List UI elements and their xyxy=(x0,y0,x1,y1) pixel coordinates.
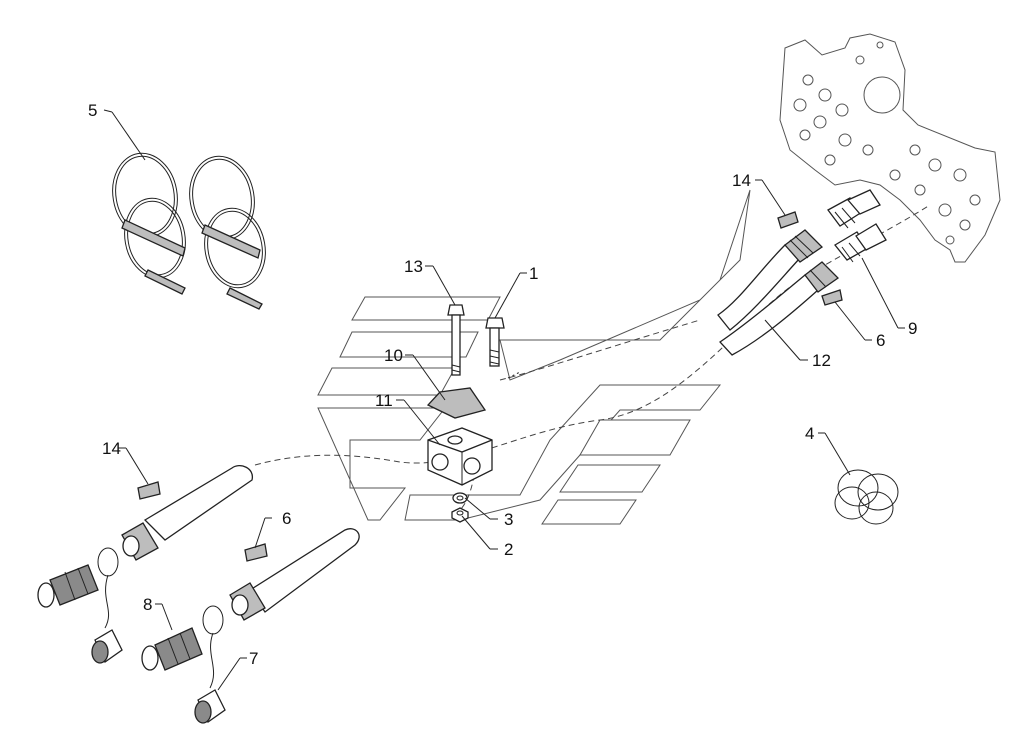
callout-7: 7 xyxy=(249,649,258,668)
callout-11: 11 xyxy=(375,391,393,410)
o-rings xyxy=(834,469,899,525)
callout-1: 1 xyxy=(529,264,538,283)
left-hose-upper xyxy=(37,465,253,664)
leader-lines xyxy=(103,109,905,691)
hose-adapters xyxy=(827,189,887,263)
cable-ties xyxy=(112,152,266,310)
callout-12: 12 xyxy=(812,351,831,370)
hose-routing-line xyxy=(254,204,931,466)
mounting-plate xyxy=(779,33,1001,263)
callout-labels: 5 13 1 10 11 3 2 14 6 8 7 14 6 9 12 4 xyxy=(88,101,917,668)
callout-9: 9 xyxy=(908,319,917,338)
hose-marker-right-6 xyxy=(821,289,843,306)
right-hoses xyxy=(717,229,840,356)
callout-13: 13 xyxy=(404,257,423,276)
callout-2: 2 xyxy=(504,540,513,559)
short-bolt xyxy=(485,317,505,367)
callout-14-right: 14 xyxy=(732,171,751,190)
callout-14-left: 14 xyxy=(102,439,121,458)
hose-marker-left-14 xyxy=(137,481,161,500)
callout-3: 3 xyxy=(504,510,513,529)
long-bolt xyxy=(447,304,465,376)
hose-marker-left-6 xyxy=(244,543,268,562)
clamp-block xyxy=(427,427,493,486)
callout-8: 8 xyxy=(143,595,152,614)
callout-5: 5 xyxy=(88,101,97,120)
left-hose-lower xyxy=(141,528,360,724)
callout-10: 10 xyxy=(384,346,403,365)
hose-marker-right-14 xyxy=(777,211,799,229)
washer xyxy=(452,492,468,504)
callout-4: 4 xyxy=(805,424,814,443)
callout-6-right: 6 xyxy=(876,331,885,350)
callout-6-left: 6 xyxy=(282,509,291,528)
frame-outline xyxy=(317,189,751,525)
